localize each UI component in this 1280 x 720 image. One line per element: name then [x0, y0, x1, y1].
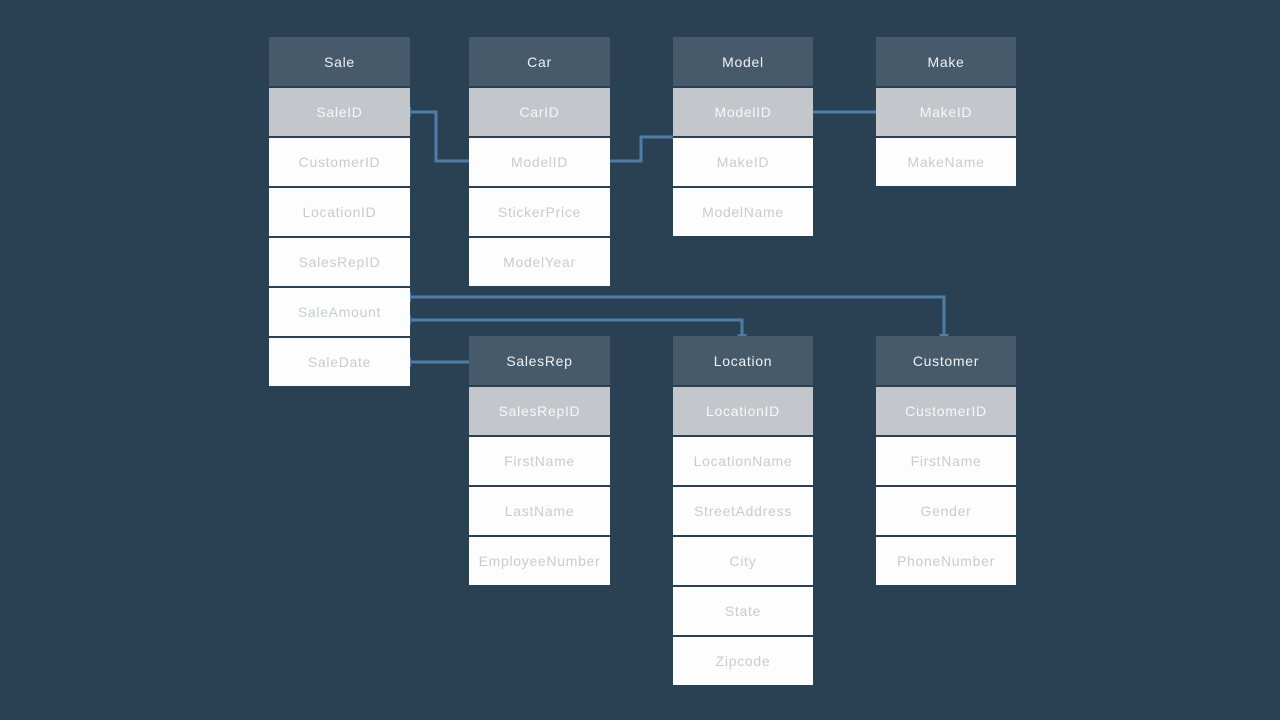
- table-row: LocationName: [673, 437, 813, 485]
- table-model: Model ModelID MakeID ModelName: [673, 37, 813, 236]
- table-location-header: Location: [673, 336, 813, 385]
- table-row: ModelYear: [469, 238, 610, 286]
- table-row: Zipcode: [673, 637, 813, 685]
- table-car-pk-row: CarID: [469, 88, 610, 136]
- table-row: ModelID: [469, 138, 610, 186]
- table-row: FirstName: [876, 437, 1016, 485]
- table-row: LastName: [469, 487, 610, 535]
- table-customer: Customer CustomerID FirstName Gender Pho…: [876, 336, 1016, 585]
- table-row: StickerPrice: [469, 188, 610, 236]
- table-salesrep-pk-row: SalesRepID: [469, 387, 610, 435]
- table-customer-pk-row: CustomerID: [876, 387, 1016, 435]
- table-row: SaleAmount: [269, 288, 410, 336]
- table-row: State: [673, 587, 813, 635]
- table-row: SaleDate: [269, 338, 410, 386]
- table-row: MakeName: [876, 138, 1016, 186]
- table-make-pk-row: MakeID: [876, 88, 1016, 136]
- table-row: SalesRepID: [269, 238, 410, 286]
- table-customer-header: Customer: [876, 336, 1016, 385]
- table-row: EmployeeNumber: [469, 537, 610, 585]
- connector-car-model: [610, 135, 673, 163]
- table-make-header: Make: [876, 37, 1016, 86]
- table-salesrep: SalesRep SalesRepID FirstName LastName E…: [469, 336, 610, 585]
- table-make: Make MakeID MakeName: [876, 37, 1016, 186]
- table-car: Car CarID ModelID StickerPrice ModelYear: [469, 37, 610, 286]
- table-sale-pk-row: SaleID: [269, 88, 410, 136]
- table-row: Gender: [876, 487, 1016, 535]
- table-row: StreetAddress: [673, 487, 813, 535]
- table-row: LocationID: [269, 188, 410, 236]
- connector-sale-location: [410, 318, 744, 336]
- table-row: FirstName: [469, 437, 610, 485]
- table-sale-header: Sale: [269, 37, 410, 86]
- table-model-pk-row: ModelID: [673, 88, 813, 136]
- table-row: CustomerID: [269, 138, 410, 186]
- connector-sale-customer: [410, 295, 946, 336]
- table-model-header: Model: [673, 37, 813, 86]
- table-row: PhoneNumber: [876, 537, 1016, 585]
- table-row: ModelName: [673, 188, 813, 236]
- table-location: Location LocationID LocationName StreetA…: [673, 336, 813, 685]
- connector-sale-car: [410, 110, 469, 163]
- table-location-pk-row: LocationID: [673, 387, 813, 435]
- table-row: MakeID: [673, 138, 813, 186]
- table-row: City: [673, 537, 813, 585]
- table-sale: Sale SaleID CustomerID LocationID SalesR…: [269, 37, 410, 386]
- table-car-header: Car: [469, 37, 610, 86]
- table-salesrep-header: SalesRep: [469, 336, 610, 385]
